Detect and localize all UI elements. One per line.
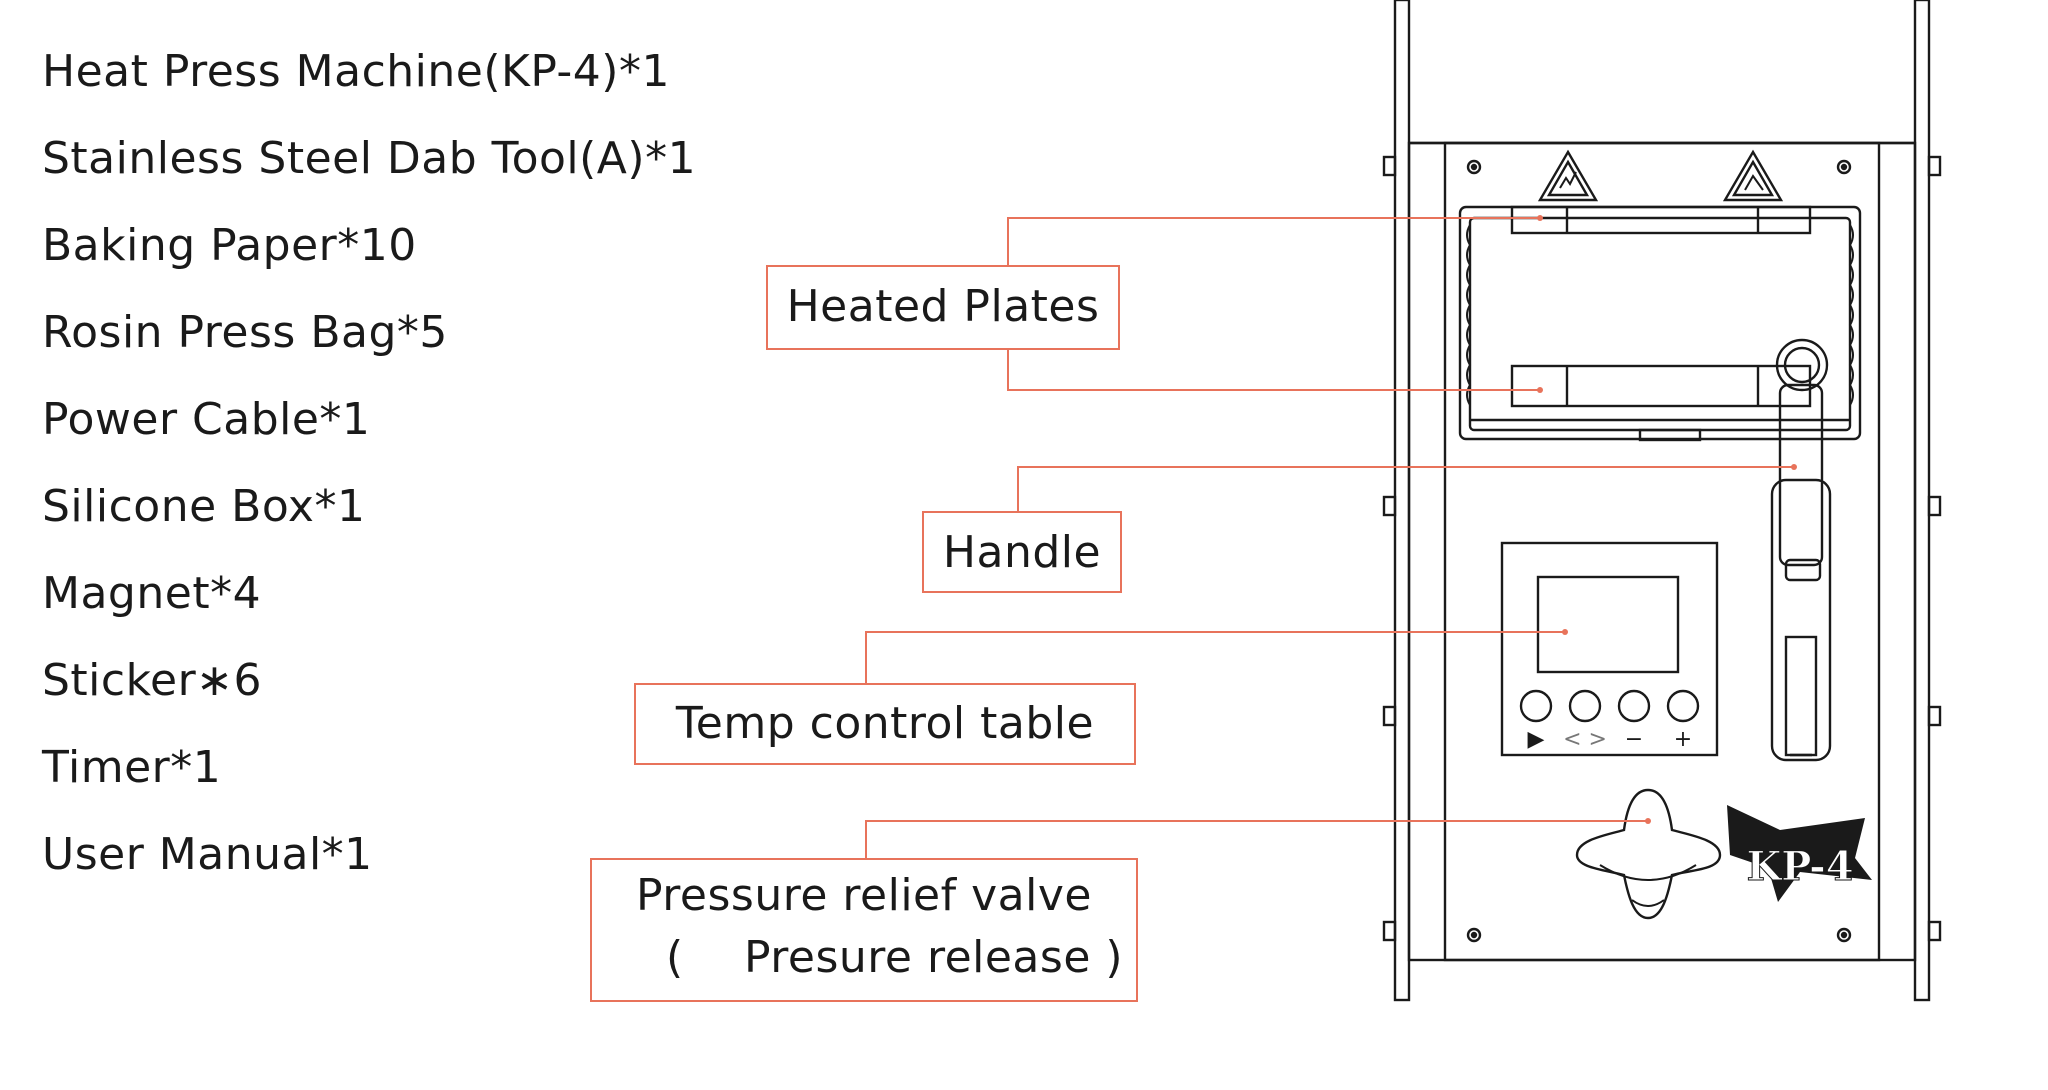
list-item: Sticker∗6 bbox=[42, 655, 263, 706]
list-item: Silicone Box*1 bbox=[42, 481, 366, 532]
select-button bbox=[1568, 689, 1602, 723]
list-item: Heat Press Machine(KP-4)*1 bbox=[42, 46, 670, 97]
kp4-logo bbox=[1727, 805, 1872, 902]
minus-button bbox=[1617, 689, 1651, 723]
callout-handle-text: Handle bbox=[942, 527, 1102, 578]
list-item: Magnet*4 bbox=[42, 568, 262, 619]
machine-frame bbox=[1393, 0, 1411, 1002]
temp-control-box bbox=[1500, 541, 1719, 757]
upper-heated-plate bbox=[1510, 205, 1812, 235]
arrows-symbol: < > bbox=[1563, 727, 1607, 752]
warning-hot-icon bbox=[1537, 149, 1599, 202]
list-item: Baking Paper*10 bbox=[42, 220, 417, 271]
callout-heated-plates-text: Heated Plates bbox=[786, 281, 1100, 332]
callout-valve-line1: Pressure relief valve bbox=[636, 870, 1092, 921]
list-item: User Manual*1 bbox=[42, 829, 373, 880]
list-item: Rosin Press Bag*5 bbox=[42, 307, 448, 358]
leader-valve bbox=[865, 820, 1648, 858]
screw-icon bbox=[1836, 159, 1852, 175]
temp-display bbox=[1536, 575, 1680, 674]
pressure-relief-knob bbox=[1575, 788, 1722, 920]
machine-frame-right bbox=[1913, 0, 1931, 1002]
list-item: Stainless Steel Dab Tool(A)*1 bbox=[42, 133, 697, 184]
callout-handle: Handle bbox=[922, 511, 1122, 593]
screw-icon bbox=[1466, 927, 1482, 943]
handle-knob bbox=[1775, 338, 1829, 392]
screw-icon bbox=[1466, 159, 1482, 175]
parts-list: Heat Press Machine(KP-4)*1 Stainless Ste… bbox=[42, 28, 696, 898]
callout-pressure-valve: Pressure relief valve ( Presure release … bbox=[590, 858, 1138, 1002]
screw-icon bbox=[1836, 927, 1852, 943]
leader-handle bbox=[1017, 466, 1794, 512]
plus-symbol: + bbox=[1674, 727, 1692, 752]
callout-temp-control-text: Temp control table bbox=[675, 698, 1095, 749]
callout-temp-control: Temp control table bbox=[634, 683, 1136, 765]
plus-button bbox=[1666, 689, 1700, 723]
warning-crush-icon bbox=[1722, 149, 1784, 202]
callout-heated-plates: Heated Plates bbox=[766, 265, 1120, 350]
press-window bbox=[1458, 205, 1862, 441]
list-item: Timer*1 bbox=[42, 742, 222, 793]
minus-symbol: − bbox=[1625, 727, 1643, 752]
leader-temp-control bbox=[865, 631, 1565, 683]
handle-bar bbox=[1778, 383, 1824, 567]
callout-valve-line2: Presure release ) bbox=[744, 932, 1124, 983]
list-item: Power Cable*1 bbox=[42, 394, 371, 445]
leader-lower-plate bbox=[1007, 348, 1540, 391]
logo-text: KP-4 bbox=[1746, 843, 1853, 890]
play-symbol: ▶ bbox=[1528, 727, 1545, 752]
lower-heated-plate bbox=[1510, 364, 1812, 408]
start-button bbox=[1519, 689, 1553, 723]
leader-upper-plate bbox=[1007, 217, 1540, 265]
